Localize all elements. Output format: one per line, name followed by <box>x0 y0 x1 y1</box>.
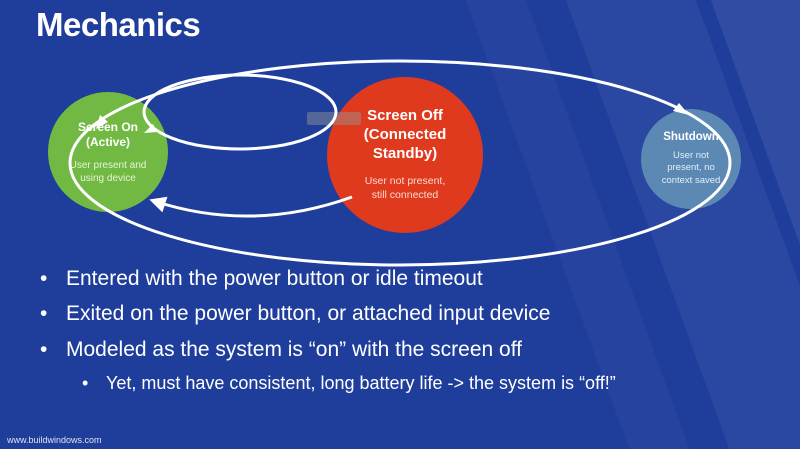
sub-bullet-item: • Yet, must have consistent, long batter… <box>82 372 770 395</box>
state-subtitle: User not present, no context saved <box>661 149 721 186</box>
footer-url: www.buildwindows.com <box>7 435 102 445</box>
bullet-marker: • <box>40 337 48 361</box>
state-title: Shutdown <box>663 130 719 143</box>
state-title: Screen On (Active) <box>77 119 139 149</box>
bullet-marker: • <box>40 267 48 290</box>
state-node-shutdown: Shutdown User not present, no context sa… <box>641 109 741 209</box>
bullet-item: • Entered with the power button or idle … <box>40 266 770 292</box>
state-node-screen-on: Screen On (Active) User present and usin… <box>48 92 168 212</box>
bullet-marker: • <box>40 302 48 326</box>
state-node-screen-off: Screen Off (Connected Standby) User not … <box>327 77 483 233</box>
bullet-item: • Exited on the power button, or attache… <box>40 301 770 327</box>
state-subtitle: User present and using device <box>69 159 147 184</box>
bullet-text: Modeled as the system is “on” with the s… <box>66 337 522 361</box>
watermark-pill <box>307 112 361 125</box>
lower-return-arrow <box>149 195 353 218</box>
bullet-marker: • <box>82 372 89 393</box>
bullet-text: Exited on the power button, or attached … <box>66 302 551 326</box>
slide-title: Mechanics <box>36 6 201 43</box>
state-subtitle: User not present, still connected <box>364 175 446 202</box>
bullet-list: • Entered with the power button or idle … <box>40 266 770 403</box>
bullet-text: Yet, must have consistent, long battery … <box>106 372 616 393</box>
bullet-text: Entered with the power button or idle ti… <box>66 267 483 290</box>
bullet-item: • Modeled as the system is “on” with the… <box>40 337 770 363</box>
